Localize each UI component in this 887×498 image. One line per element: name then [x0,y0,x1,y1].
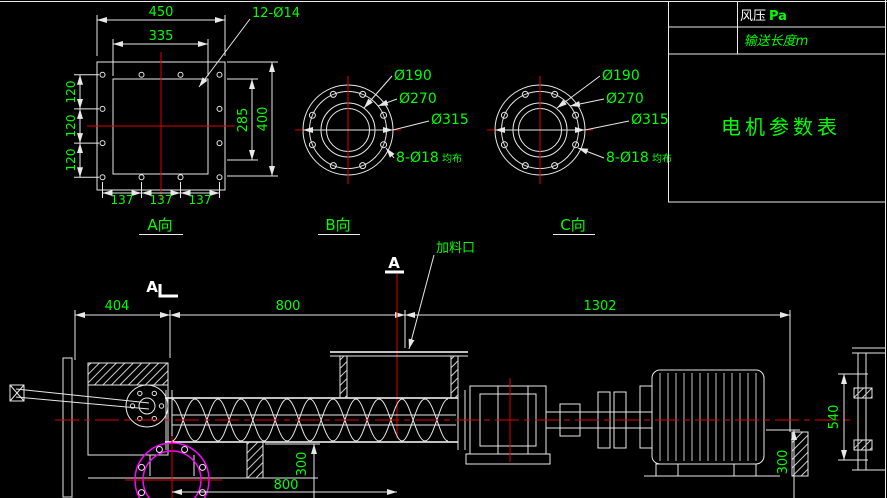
table-row1-unit: Pa [769,9,787,24]
motor-foot [733,463,757,477]
table-row1-label: 风压 [740,9,766,24]
feed-port-label: 加料口 [436,241,475,256]
flange-a-centerlines [87,52,235,200]
bearing-cover-bolts [129,390,165,422]
dim-d190-text: Ø190 [602,68,640,84]
flange-b-view: Ø190 Ø270 Ø315 8-Ø18 均布 B向 [295,68,469,235]
dim-d315-text: Ø315 [631,112,669,128]
holes-note: 均布 [652,153,672,165]
right-side-view [852,347,886,471]
dim-120-text: 120 [64,149,78,172]
dim-137-text: 137 [111,193,134,207]
dim-137-text: 137 [189,193,212,207]
left-end-plate [62,357,73,498]
flange-c-bolt-holes [500,90,580,170]
dim-d270-text: Ø270 [606,91,644,107]
motor-end-bell [639,385,653,449]
flange-a-bolt-holes [99,71,223,181]
dim-300-right-text: 300 [776,450,791,475]
dim-120-text: 120 [64,115,78,138]
dim-404-text: 404 [105,299,130,314]
dim-d315-text: Ø315 [431,112,469,128]
screw-spiral [171,398,449,442]
discharge-flange [125,436,222,498]
flange-a-view: 450 335 12-Ø14 285 400 120 120 120 [64,5,300,235]
flange-b-bolt-holes [308,90,388,170]
dim-800-bottom-text: 800 [274,478,299,493]
table-title: 电机参数表 [721,115,841,139]
tensioner-rod [9,384,150,410]
holes-12d14-label: 12-Ø14 [252,6,300,21]
dim-120-text: 120 [64,81,78,104]
motor-foot [655,463,679,477]
view-a-label: A向 [147,216,172,234]
motor [639,369,780,477]
holes-8d18-label: 8-Ø18 [606,150,649,166]
dim-300-left-text: 300 [295,452,310,477]
screw-spiral [171,398,449,442]
dim-540-text: 540 [827,405,842,430]
dim-285-text: 285 [236,108,251,133]
dim-335-text: 335 [149,29,174,44]
dim-d270-text: Ø270 [399,91,437,107]
motor-param-table: 风压 Pa 输送长度m 电机参数表 [668,1,886,203]
dim-450-text: 450 [149,5,174,20]
dim-137-text: 137 [150,193,173,207]
bearing-unit [465,385,551,465]
view-b-label: B向 [325,216,350,234]
support-pedestal [246,441,264,479]
table-row2-label: 输送长度m [744,34,809,49]
flange-c-view: Ø190 Ø270 Ø315 8-Ø18 均布 C向 [487,68,672,235]
elevation-view: 404 800 1302 A A 加料口 [9,241,886,498]
bearing-cover [125,384,169,428]
section-a-left-label: A [146,278,158,296]
dim-d190-text: Ø190 [394,68,432,84]
holes-8d18-label: 8-Ø18 [396,150,439,166]
dim-800-top-text: 800 [276,299,301,314]
feed-hopper [330,351,468,398]
view-c-label: C向 [560,216,585,234]
holes-note: 均布 [442,153,462,165]
section-a-top-label: A [388,254,400,272]
right-support [791,431,809,477]
dim-400-text: 400 [256,107,271,132]
section-a-left-mark [158,284,178,298]
dim-1302-text: 1302 [583,299,616,314]
